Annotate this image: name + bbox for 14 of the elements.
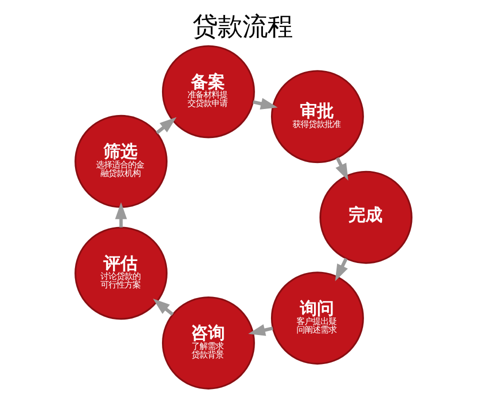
node-circle: 审批 获得贷款批准 [270,70,364,164]
node-circle: 备案 准备材料提交贷款申请 [161,45,254,138]
arrow [334,258,348,282]
arrow [114,202,126,228]
node-circle: 筛选 选择适合的金融贷款机构 [74,114,168,208]
diagram-title: 贷款流程 [192,11,292,42]
node-circle: 评估 讨论贷款的可行性方案 [74,226,168,320]
arrow [252,98,278,110]
arrow [155,117,176,134]
node-circle: 询问 客户提出疑问阐述需求 [270,272,364,365]
arrow [248,324,273,336]
arrow [335,157,348,181]
node-circle: 完成 [318,170,412,264]
arrow [152,298,174,316]
